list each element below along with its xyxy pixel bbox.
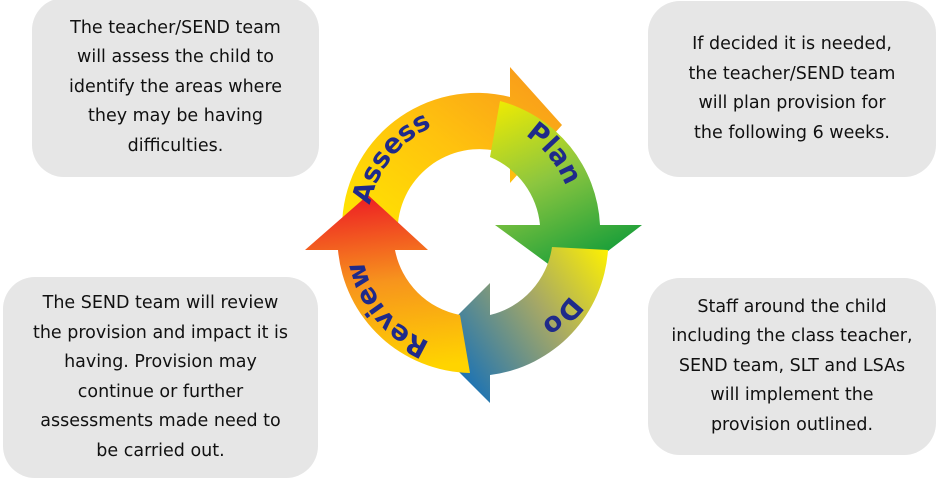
do-arrow <box>430 247 608 403</box>
review-description-text: The SEND team will review the provision … <box>32 293 288 461</box>
do-description-text: Staff around the child including the cla… <box>671 296 913 435</box>
assess-description-text: The teacher/SEND team will assess the ch… <box>68 17 283 156</box>
review-description-box: The SEND team will review the provision … <box>3 277 318 478</box>
plan-description-text: If decided it is needed, the teacher/SEN… <box>688 34 896 143</box>
plan-arrow <box>490 101 642 280</box>
plan-description-box: If decided it is needed, the teacher/SEN… <box>648 1 936 177</box>
do-description-box: Staff around the child including the cla… <box>648 278 936 455</box>
assess-description-box: The teacher/SEND team will assess the ch… <box>32 0 319 177</box>
cycle-arrows-graphic: Assess Plan Do Review <box>305 67 642 403</box>
review-arrow <box>305 195 470 373</box>
